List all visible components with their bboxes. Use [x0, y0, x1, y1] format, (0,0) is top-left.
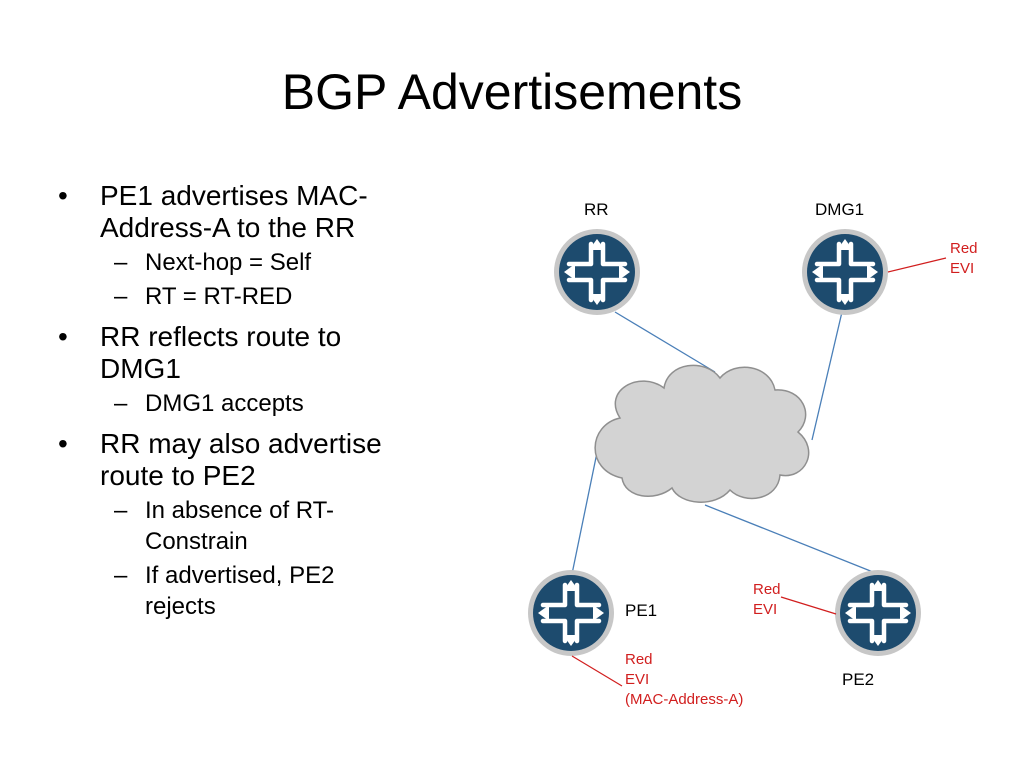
link-rr-cloud: [614, 311, 716, 373]
evi-text: Red: [625, 651, 653, 668]
link-dmg1-cloud: [811, 311, 843, 441]
bullet-line: Address-A to the RR: [100, 212, 356, 243]
bullet-line: DMG1: [100, 353, 181, 384]
evi-label-pe1: Red EVI (MAC-Address-A): [625, 650, 743, 710]
slide-title: BGP Advertisements: [281, 64, 743, 120]
bullet-rr-reflects: RR reflects route to DMG1: [58, 321, 458, 385]
router-icon-dmg1: [802, 229, 888, 315]
router-label-rr: RR: [584, 200, 609, 219]
link-pe2-cloud: [704, 504, 879, 575]
bullet-line: RR reflects route to: [100, 321, 342, 352]
evi-text: (MAC-Address-A): [625, 691, 744, 708]
sub-bullet-rt-constrain: In absence of RT- Constrain: [58, 495, 458, 557]
bullet-rr-may-advertise: RR may also advertise route to PE2: [58, 428, 458, 492]
sub-bullet-next-hop: Next-hop = Self: [58, 247, 458, 278]
sub-bullet-line: rejects: [145, 593, 216, 620]
bullet-line: RR may also advertise: [100, 428, 382, 459]
cloud-icon: [594, 364, 810, 503]
router-icon-pe2: [835, 570, 921, 656]
bullet-pe1-advertises: PE1 advertises MAC- Address-A to the RR: [58, 180, 458, 244]
link-pe1-cloud: [571, 437, 601, 575]
evi-text: EVI: [625, 671, 650, 688]
sub-bullet-line: If advertised, PE2: [145, 562, 335, 589]
sub-bullet-rt: RT = RT-RED: [58, 281, 458, 312]
evi-label-pe2: Red EVI: [753, 580, 781, 620]
router-label-pe2: PE2: [842, 670, 875, 689]
bullet-line: PE1 advertises MAC-: [100, 180, 368, 211]
sub-bullet-pe2-rejects: If advertised, PE2 rejects: [58, 560, 458, 622]
evi-text: EVI: [950, 260, 975, 277]
sub-bullet-line: In absence of RT-: [145, 497, 334, 524]
router-label-dmg1: DMG1: [815, 200, 865, 219]
evi-connector-pe1: [571, 655, 623, 687]
sub-bullet-dmg1-accepts: DMG1 accepts: [58, 388, 458, 419]
router-icon-pe1: [528, 570, 614, 656]
network-links: [571, 311, 879, 575]
evi-connector-pe2: [780, 596, 837, 615]
evi-text: Red: [950, 240, 978, 257]
bullet-list: PE1 advertises MAC- Address-A to the RR …: [58, 180, 458, 622]
bullet-line: route to PE2: [100, 460, 256, 491]
evi-text: Red: [753, 581, 781, 598]
evi-label-dmg1: Red EVI: [950, 239, 978, 279]
router-label-pe1: PE1: [625, 601, 658, 620]
sub-bullet-line: Constrain: [145, 528, 248, 555]
evi-connector-dmg1: [887, 257, 947, 273]
evi-text: EVI: [753, 601, 778, 618]
router-icon-rr: [554, 229, 640, 315]
